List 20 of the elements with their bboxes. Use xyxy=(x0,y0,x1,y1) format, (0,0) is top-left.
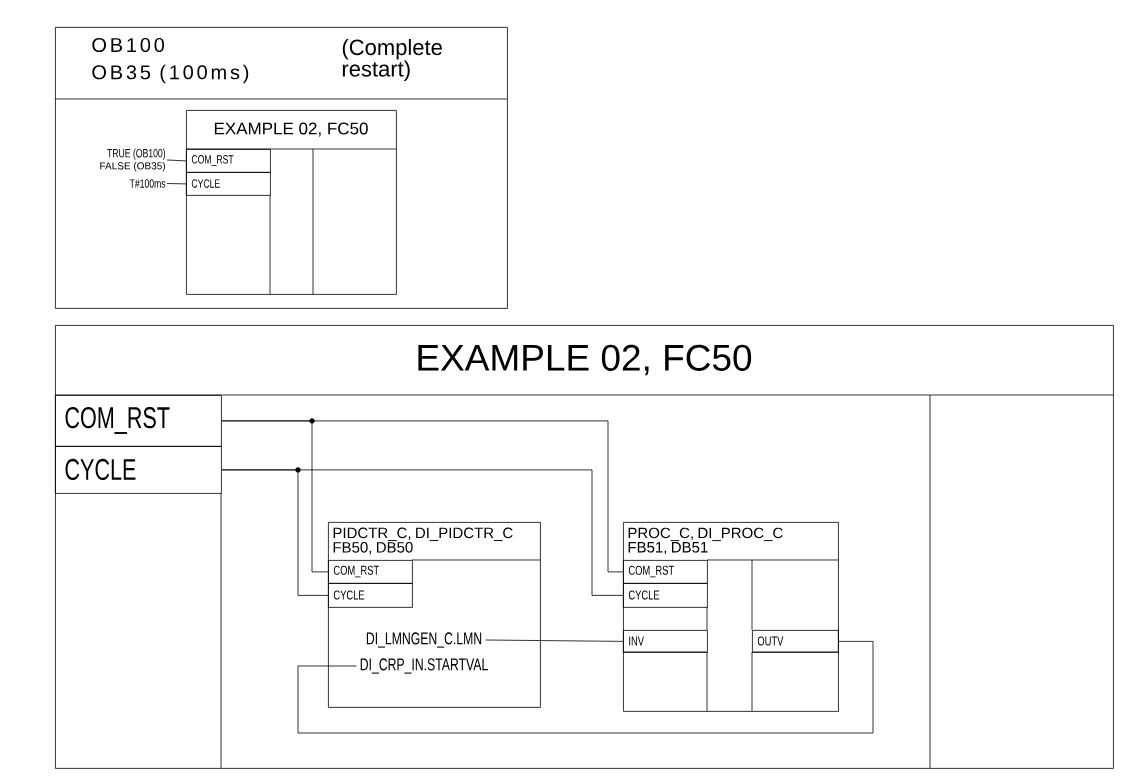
pin-row: COM_RST xyxy=(623,560,708,584)
wire xyxy=(166,159,187,162)
wire xyxy=(485,639,624,642)
wire xyxy=(221,420,329,573)
signal-label: DI_LMNGEN_C.LMN xyxy=(366,632,482,648)
signal-label: DI_CRP_IN.STARTVAL xyxy=(360,658,488,674)
wire xyxy=(221,469,329,596)
parameter-label: TRUE (OB100) FALSE (OB35) xyxy=(100,148,166,172)
pin-row: CYCLE xyxy=(623,583,708,608)
pin-row: CYCLE xyxy=(328,583,413,608)
pin-row: OUTV xyxy=(752,630,839,653)
pin-row: COM_RST xyxy=(328,560,413,584)
wire xyxy=(166,183,187,185)
pin-row: COM_RST xyxy=(55,395,222,447)
parameter-label: T#100ms xyxy=(129,179,166,188)
pin-row: CYCLE xyxy=(186,172,271,196)
pin-row: INV xyxy=(623,630,708,653)
wire xyxy=(297,641,874,734)
pin-row: COM_RST xyxy=(186,149,271,173)
pin-row: CYCLE xyxy=(55,446,222,494)
